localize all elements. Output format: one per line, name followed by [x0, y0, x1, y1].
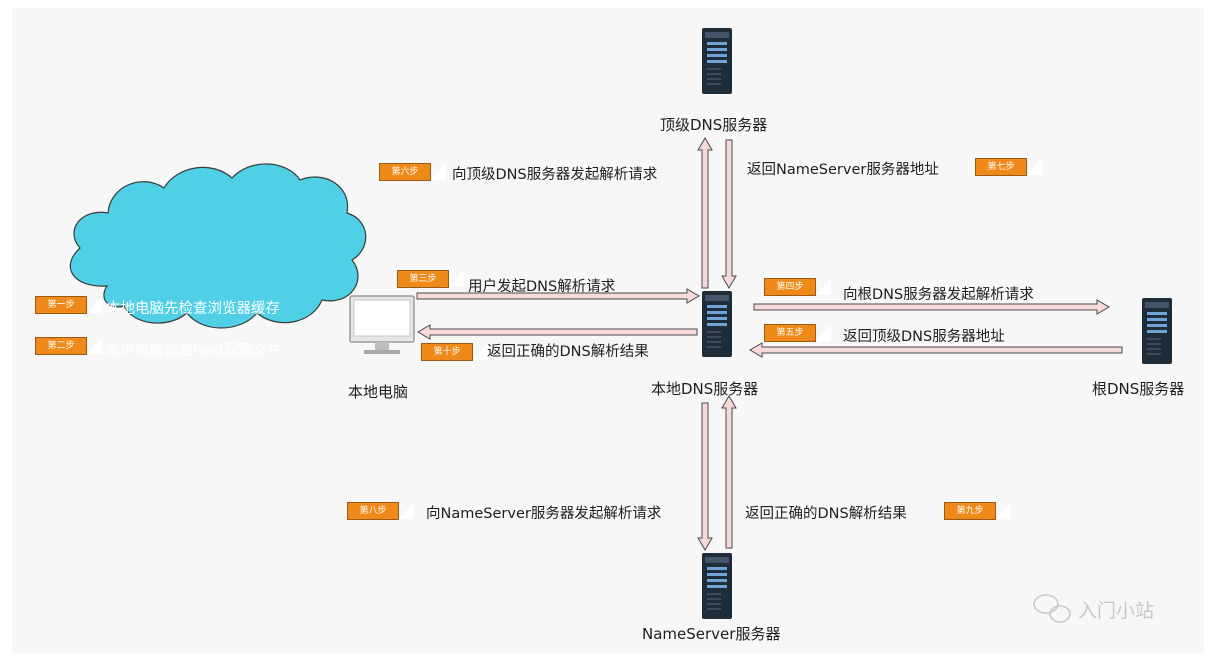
- diagram-canvas: 本地电脑先检查浏览器缓存 本地电脑检查host配置文件 顶级DNS服务器 本地D…: [12, 8, 1204, 653]
- local-pc-label: 本地电脑: [348, 383, 409, 401]
- step3-text: 用户发起DNS解析请求: [468, 279, 616, 295]
- step2-badge: 第二步: [35, 337, 102, 355]
- diagram-svg: [69, 28, 1172, 623]
- step1-badge: 第一步: [35, 296, 102, 314]
- step10-text: 返回正确的DNS解析结果: [487, 344, 649, 360]
- root-dns-server-icon: [1142, 298, 1172, 364]
- arrow-step10: [417, 324, 698, 340]
- local-dns-server-icon: [702, 291, 732, 357]
- step7-text: 返回NameServer服务器地址: [747, 162, 939, 178]
- arrow-step5: [749, 342, 1123, 358]
- step5-badge: 第五步: [764, 324, 831, 342]
- local-pc-icon: [349, 295, 415, 354]
- watermark-text: 入门小站: [1078, 600, 1155, 622]
- top-dns-server-icon: [702, 28, 732, 94]
- cloud-shape: [69, 163, 367, 329]
- step9-text: 返回正确的DNS解析结果: [745, 506, 907, 522]
- nameserver-server-icon: [702, 553, 732, 619]
- step5-text: 返回顶级DNS服务器地址: [843, 329, 1005, 345]
- step4-badge: 第四步: [764, 278, 831, 296]
- step3-badge: 第三步: [397, 270, 464, 288]
- step7-badge: 第七步: [975, 158, 1042, 176]
- nameserver-label: NameServer服务器: [642, 625, 781, 643]
- local-dns-label: 本地DNS服务器: [651, 380, 759, 398]
- step4-text: 向根DNS服务器发起解析请求: [843, 287, 1034, 303]
- cloud-text-line1: 本地电脑先检查浏览器缓存: [106, 301, 280, 317]
- step6-text: 向顶级DNS服务器发起解析请求: [452, 167, 658, 183]
- arrow-step6: [697, 137, 713, 289]
- arrow-step9: [721, 395, 737, 549]
- arrow-step3: [416, 288, 700, 304]
- step6-badge: 第六步: [379, 163, 446, 181]
- step8-badge: 第八步: [347, 502, 414, 520]
- step9-badge: 第九步: [944, 502, 1011, 520]
- top-dns-label: 顶级DNS服务器: [660, 116, 768, 134]
- cloud-text-line2: 本地电脑检查host配置文件: [106, 343, 283, 359]
- arrow-step4: [753, 299, 1110, 315]
- arrow-step7: [721, 139, 737, 289]
- wechat-icon: [1033, 594, 1071, 623]
- root-dns-label: 根DNS服务器: [1092, 380, 1185, 398]
- arrow-step8: [697, 402, 713, 551]
- step8-text: 向NameServer服务器发起解析请求: [426, 506, 662, 522]
- step10-badge: 第十步: [421, 343, 488, 361]
